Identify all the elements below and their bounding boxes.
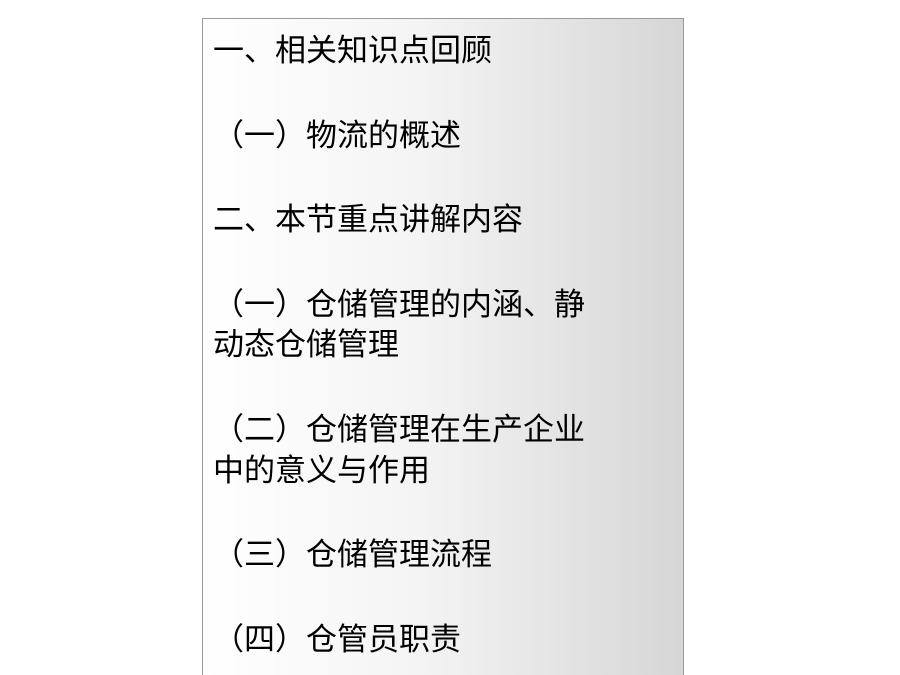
item-warehouse-process: （三）仓储管理流程 <box>213 537 492 573</box>
item-warehouse-meaning-2: 动态仓储管理 <box>213 327 399 363</box>
item-warehouse-role-2: 中的意义与作用 <box>213 453 430 489</box>
item-warehouse-keeper-duty: （四）仓管员职责 <box>213 622 461 658</box>
item-warehouse-meaning-1: （一）仓储管理的内涵、静 <box>213 287 585 323</box>
item-warehouse-role-1: （二）仓储管理在生产企业 <box>213 412 585 448</box>
heading-key-content: 二、本节重点讲解内容 <box>213 202 523 238</box>
content-text-box: 一、相关知识点回顾 （一）物流的概述 二、本节重点讲解内容 （一）仓储管理的内涵… <box>202 18 684 675</box>
item-logistics-overview: （一）物流的概述 <box>213 118 461 154</box>
heading-review: 一、相关知识点回顾 <box>213 33 492 69</box>
